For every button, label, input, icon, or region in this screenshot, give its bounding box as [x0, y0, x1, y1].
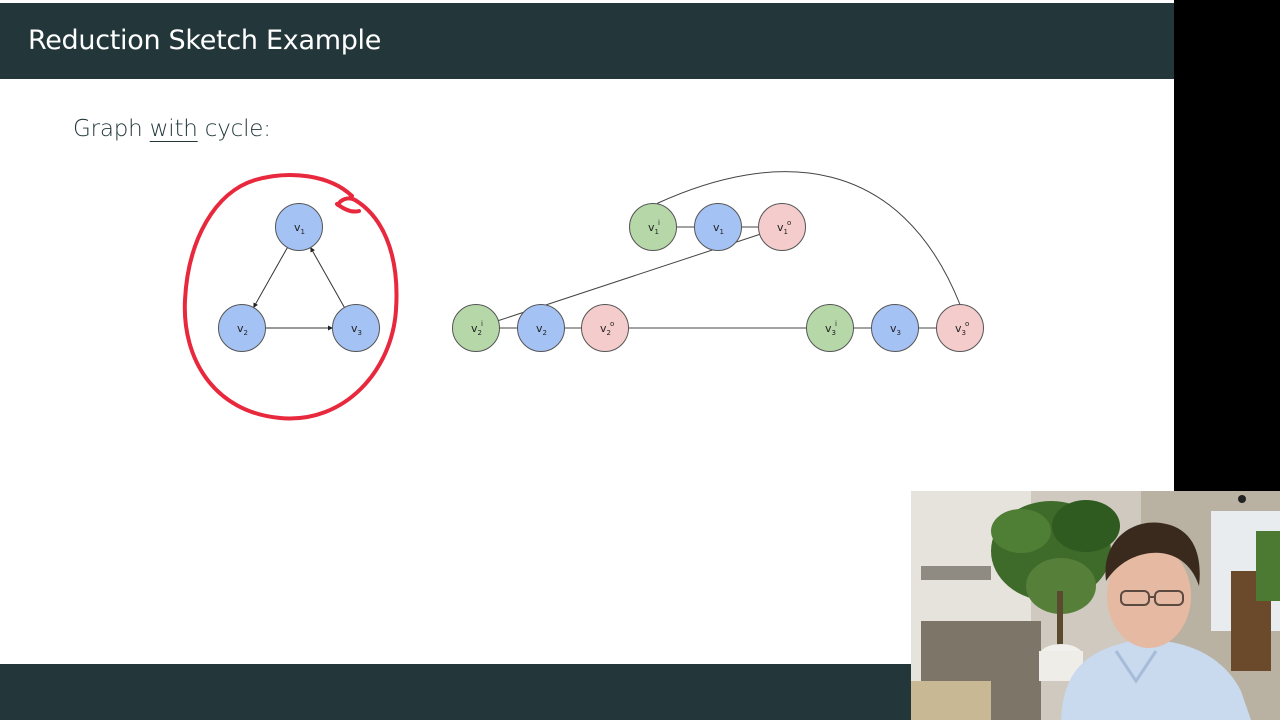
node-circle: [871, 304, 919, 352]
subtitle-text-post: cycle:: [197, 116, 271, 142]
node-label-sub: 3: [962, 329, 966, 337]
right-node-v1: v1: [694, 203, 742, 251]
node-label-base: v: [294, 221, 301, 234]
node-label-base: v: [825, 322, 832, 335]
cycle-annotation-circle: [182, 173, 399, 421]
left-edge-v1-v2: [253, 247, 288, 308]
node-circle: [517, 304, 565, 352]
node-label-base: v: [471, 322, 478, 335]
node-label-sub: 3: [897, 329, 901, 337]
webcam-video: [911, 491, 1280, 720]
subtitle-text-underlined: with: [149, 116, 198, 142]
node-label-base: v: [648, 221, 655, 234]
node-label-sub: 2: [478, 329, 482, 337]
node-label-sub: 1: [301, 228, 305, 236]
right-node-v3o: v3o: [936, 304, 984, 352]
node-circle: [275, 203, 323, 251]
right-node-v2i: v2i: [452, 304, 500, 352]
left-graph-edges: [253, 247, 345, 331]
slide-subtitle: Graph with cycle:: [73, 116, 271, 142]
node-label-sub: 1: [720, 228, 724, 236]
node-label-base: v: [600, 322, 607, 335]
node-circle: [936, 304, 984, 352]
node-label: v1: [294, 221, 305, 236]
right-node-v3: v3: [871, 304, 919, 352]
node-label-sup: o: [787, 219, 791, 227]
node-label-sub: 1: [784, 228, 788, 236]
node-label: v1o: [777, 219, 791, 236]
node-circle: [758, 203, 806, 251]
node-label-base: v: [536, 322, 543, 335]
node-circle: [581, 304, 629, 352]
right-node-v2o: v2o: [581, 304, 629, 352]
left-node-v2: v2: [218, 304, 266, 352]
right-node-v2: v2: [517, 304, 565, 352]
node-label: v3: [890, 322, 901, 337]
node-label: v1i: [648, 219, 660, 236]
slide-header: Reduction Sketch Example: [0, 3, 1174, 79]
node-circle: [332, 304, 380, 352]
node-label: v3i: [825, 320, 837, 337]
node-label-base: v: [351, 322, 358, 335]
node-label-sub: 3: [832, 329, 836, 337]
node-label-sub: 1: [655, 228, 659, 236]
left-node-v1: v1: [275, 203, 323, 251]
node-label: v2o: [600, 320, 614, 337]
node-label-base: v: [890, 322, 897, 335]
right-edge-v3o-v1i: [656, 171, 961, 305]
node-label-sup: i: [835, 320, 837, 328]
node-label: v1: [713, 221, 724, 236]
node-label-sub: 3: [358, 329, 362, 337]
node-label-base: v: [777, 221, 784, 234]
slide-title: Reduction Sketch Example: [28, 25, 382, 56]
node-label-sup: i: [658, 219, 660, 227]
left-node-v3: v3: [332, 304, 380, 352]
right-node-v1i: v1i: [629, 203, 677, 251]
node-label-sub: 2: [607, 329, 611, 337]
node-label: v3o: [955, 320, 969, 337]
node-label-base: v: [237, 322, 244, 335]
node-label-sup: i: [481, 320, 483, 328]
node-label-sup: o: [610, 320, 614, 328]
node-label-base: v: [713, 221, 720, 234]
node-circle: [694, 203, 742, 251]
left-edge-v3-v1: [310, 247, 345, 308]
node-label-base: v: [955, 322, 962, 335]
right-node-v1o: v1o: [758, 203, 806, 251]
presentation-slide: Reduction Sketch Example Graph with cycl…: [0, 0, 1174, 664]
node-label-sup: o: [965, 320, 969, 328]
node-label: v3: [351, 322, 362, 337]
subtitle-text-pre: Graph: [73, 116, 150, 142]
node-label: v2i: [471, 320, 483, 337]
node-circle: [806, 304, 854, 352]
node-circle: [218, 304, 266, 352]
right-node-v3i: v3i: [806, 304, 854, 352]
node-circle: [452, 304, 500, 352]
node-label-sub: 2: [543, 329, 547, 337]
node-label: v2: [237, 322, 248, 337]
node-label: v2: [536, 322, 547, 337]
node-label-sub: 2: [244, 329, 248, 337]
node-circle: [629, 203, 677, 251]
